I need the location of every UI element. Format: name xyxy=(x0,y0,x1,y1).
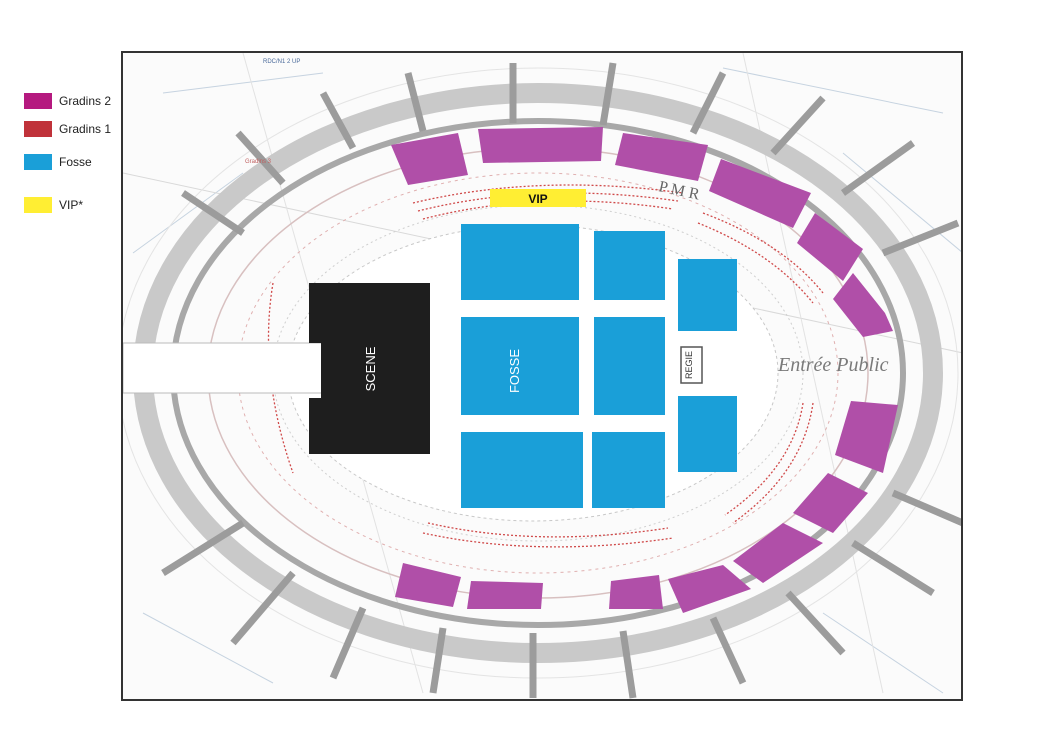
fosse-block[interactable] xyxy=(594,231,665,300)
gradins-2-section[interactable] xyxy=(615,133,708,181)
legend-item-fosse: Fosse xyxy=(24,154,92,170)
legend-swatch-fosse xyxy=(24,154,52,170)
venue-map: SCENE FOSSE VIP REGIE Entrée Public P M … xyxy=(121,51,963,701)
gradins-2-section[interactable] xyxy=(709,159,811,228)
fosse-block[interactable] xyxy=(461,432,583,508)
fosse-block[interactable] xyxy=(678,396,737,472)
legend-label-vip: VIP* xyxy=(59,198,84,212)
vip-label: VIP xyxy=(528,192,547,206)
legend-item-gradins-2: Gradins 2 xyxy=(24,93,111,109)
fosse-label: FOSSE xyxy=(507,349,522,393)
legend-item-gradins-1: Gradins 1 xyxy=(24,121,111,137)
fosse-block[interactable] xyxy=(678,259,737,331)
gradins-2-section[interactable] xyxy=(793,473,868,533)
gradins-2-section[interactable] xyxy=(609,575,663,609)
legend-swatch-vip xyxy=(24,197,52,213)
pmr-label: P M R xyxy=(657,178,701,203)
gradins-2-section[interactable] xyxy=(668,565,751,613)
fosse-block[interactable] xyxy=(461,224,579,300)
regie-booth: REGIE xyxy=(680,346,703,384)
legend-label-gradins-2: Gradins 2 xyxy=(59,94,112,108)
gradins-note: Gradins 3 xyxy=(245,159,272,165)
access-corridor xyxy=(123,342,324,394)
gradins-2-section[interactable] xyxy=(733,523,823,583)
gradins-2-section[interactable] xyxy=(797,213,863,281)
fosse-block[interactable] xyxy=(461,317,579,415)
fosse-block[interactable] xyxy=(594,317,665,415)
legend-label-gradins-1: Gradins 1 xyxy=(59,122,112,136)
regie-label: REGIE xyxy=(684,351,694,379)
fosse-block[interactable] xyxy=(592,432,665,508)
stage[interactable]: SCENE xyxy=(309,283,430,454)
stage-label: SCENE xyxy=(363,346,378,391)
venue-map-svg: SCENE FOSSE VIP REGIE Entrée Public P M … xyxy=(123,53,961,699)
entrance-label: Entrée Public xyxy=(777,354,889,376)
legend-swatch-gradins-1 xyxy=(24,121,52,137)
legend-label-fosse: Fosse xyxy=(59,155,92,169)
gradins-2-section[interactable] xyxy=(478,127,603,163)
legend-swatch-gradins-2 xyxy=(24,93,52,109)
gradins-2-section[interactable] xyxy=(833,273,893,337)
gradins-2-section[interactable] xyxy=(391,133,468,185)
gradins-2-section[interactable] xyxy=(395,563,461,607)
gradins-2-section[interactable] xyxy=(835,401,898,473)
legend-item-vip: VIP* xyxy=(24,197,83,213)
fosse-blocks xyxy=(461,224,737,508)
gradins-2-section[interactable] xyxy=(467,581,543,609)
vip-zone[interactable]: VIP xyxy=(490,189,586,207)
gradins-2-sections xyxy=(391,127,898,613)
plan-note: RDC/N1 2 UP xyxy=(263,59,300,65)
radial-pillars xyxy=(161,62,961,699)
